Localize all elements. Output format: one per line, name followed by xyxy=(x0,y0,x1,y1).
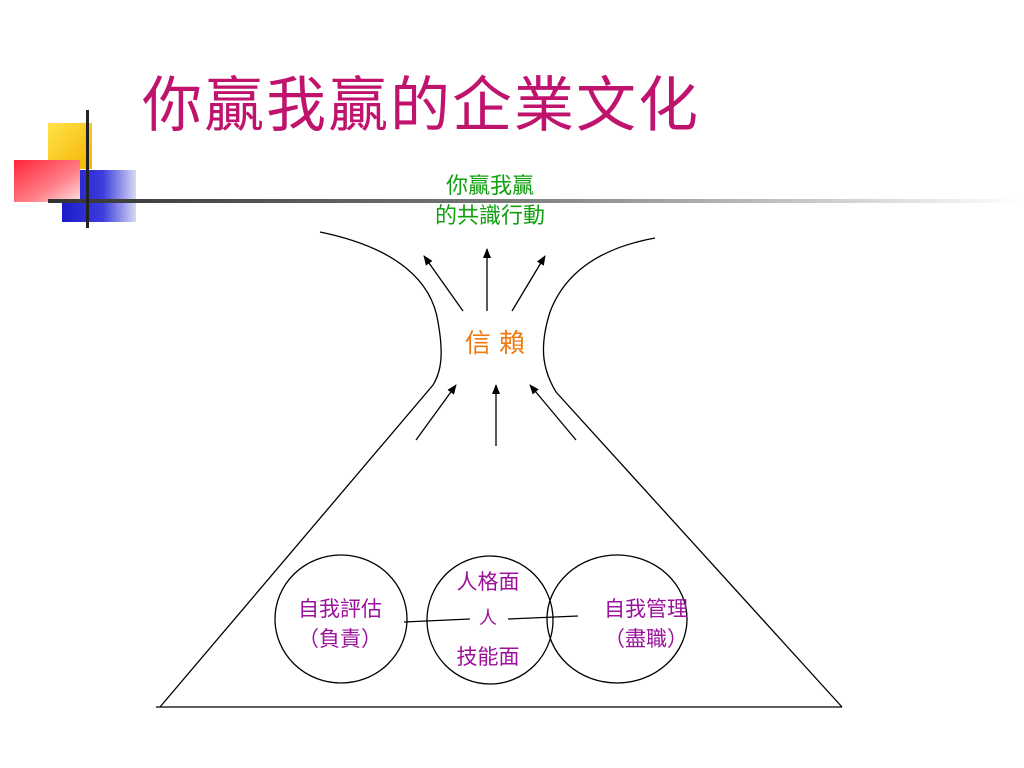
top-label-line-1: 你贏我贏 xyxy=(445,174,534,199)
connector-left xyxy=(403,618,471,623)
right-circle xyxy=(546,554,688,684)
center-circle-center-label: 人 xyxy=(479,608,497,629)
trust-label: 信 賴 xyxy=(464,329,526,359)
center-circle xyxy=(426,555,554,685)
arrow-bottom-left xyxy=(415,384,457,441)
deco-red-square xyxy=(14,160,80,202)
arrow-top-right xyxy=(511,255,546,312)
deco-vertical-line xyxy=(86,110,89,228)
page-title: 你贏我贏的企業文化 xyxy=(142,71,700,141)
center-circle-bottom-label: 技能面 xyxy=(456,645,520,669)
left-circle-line-1: 自我評估 xyxy=(298,597,382,621)
right-circle-label: 自我管理 （盡職） xyxy=(568,594,724,654)
right-circle-line-1: 自我管理 xyxy=(604,597,688,621)
arrow-bottom-right xyxy=(529,384,577,441)
funnel-left-curve xyxy=(159,231,442,708)
right-circle-line-2: （盡職） xyxy=(604,627,688,651)
left-circle-label: 自我評估 （負責） xyxy=(262,594,418,654)
top-label-line-2: 的共識行動 xyxy=(434,204,545,229)
top-label: 你贏我贏 的共識行動 xyxy=(390,172,590,232)
center-circle-top-label: 人格面 xyxy=(456,570,520,594)
arrow-top-left xyxy=(423,255,464,312)
funnel-right-curve xyxy=(542,237,843,708)
left-circle xyxy=(274,554,408,684)
connector-right xyxy=(507,615,579,620)
left-circle-line-2: （負責） xyxy=(298,627,382,651)
deco-horizontal-line xyxy=(48,199,1024,203)
